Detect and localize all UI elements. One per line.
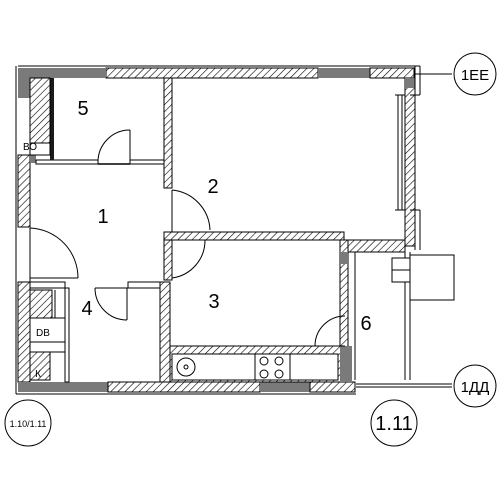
fixture-labels: ВО DB К xyxy=(23,142,50,380)
bottom-wall-block xyxy=(260,382,310,392)
top-wall-right-hatched xyxy=(369,67,415,79)
top-wall-block xyxy=(63,68,106,78)
left-wall-upper-top xyxy=(18,78,30,98)
room-3-label: 3 xyxy=(208,291,219,313)
fixtures xyxy=(29,77,339,381)
room-4-label: 4 xyxy=(81,298,92,320)
bottom-wall-hatched xyxy=(107,381,261,393)
doors xyxy=(29,129,346,347)
axis-tag-1ee-text: 1ЕЕ xyxy=(461,67,489,84)
window-right xyxy=(395,94,405,211)
top-wall-right-block xyxy=(318,68,414,78)
right-wall-block xyxy=(405,78,415,88)
axis-tag-1-10-1-11-text: 1.10/1.11 xyxy=(10,419,47,429)
axis-tag-1-10-1-11: 1.10/1.11 xyxy=(4,399,52,447)
k-label: К xyxy=(35,369,41,380)
room-6-label: 6 xyxy=(360,313,371,335)
room-labels: 1 2 3 4 5 6 xyxy=(77,98,371,335)
axis-tag-1dd: 1ДД xyxy=(453,364,497,408)
axis-tag-1dd-text: 1ДД xyxy=(461,379,490,396)
outline-lines xyxy=(15,65,452,395)
vo-label: ВО xyxy=(23,142,37,153)
right-wall xyxy=(404,77,416,247)
top-wall-hatched xyxy=(105,67,319,79)
balcony xyxy=(391,254,455,301)
room-2-label: 2 xyxy=(207,176,218,198)
axis-tag-1-11-text: 1.11 xyxy=(375,413,412,435)
top-wall-left-block xyxy=(18,68,63,78)
left-wall-lower xyxy=(17,281,31,383)
room-1-label: 1 xyxy=(97,206,108,228)
left-wall-upper xyxy=(17,154,31,228)
bottom-wall-right xyxy=(309,381,356,393)
bottom-wall-left-block xyxy=(18,382,108,392)
internal-walls xyxy=(29,77,411,383)
db-label: DB xyxy=(36,328,50,339)
axis-tag-1-11: 1.11 xyxy=(370,399,418,447)
room-5-label: 5 xyxy=(77,98,88,120)
axis-tag-1ee: 1ЕЕ xyxy=(453,52,497,96)
